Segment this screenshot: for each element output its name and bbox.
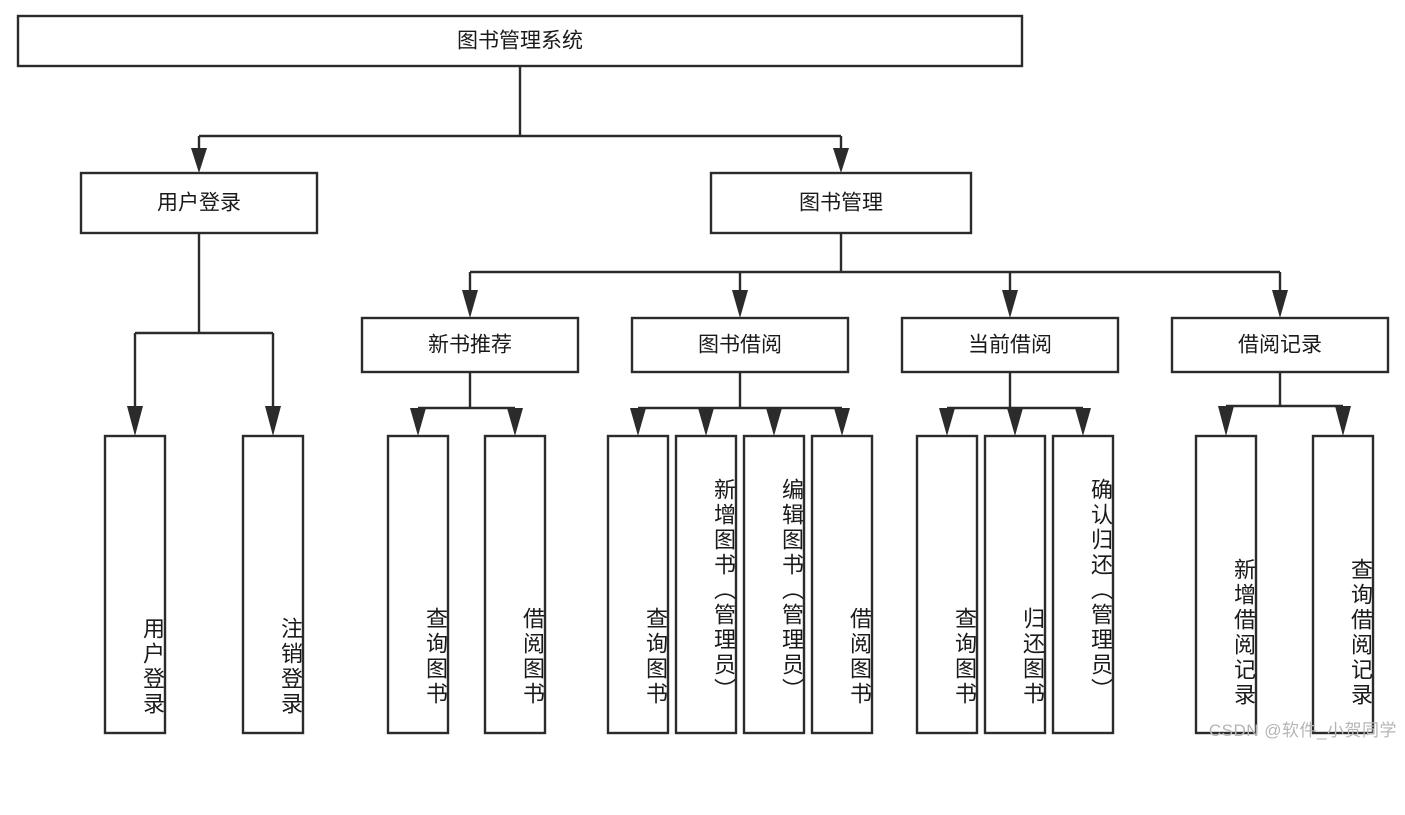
node-root-book-management-system[interactable] [16,14,1024,68]
tree-diagram-svg: 图书管理系统 用户登录 图书管理 新书推荐 图书借阅 当前借阅 借阅记录 [16,14,1390,735]
label-current-borrow: 当前借阅 [968,334,1052,357]
connector-newbook-to-leaves [410,372,523,436]
label-book-borrow: 图书借阅 [698,334,782,357]
node-book-management[interactable] [709,171,973,235]
node-book-borrow[interactable] [630,316,850,374]
node-user-login[interactable] [79,171,319,235]
connector-bookborrow-to-leaves [630,372,850,436]
node-current-borrow[interactable] [900,316,1120,374]
connector-root-to-level2 [191,66,849,173]
connector-userlogin-to-leaves [127,233,281,436]
connector-borrowrecord-to-leaves [1218,372,1351,436]
leaf-box-add-borrow-record[interactable] [1194,434,1258,735]
leaf-box-query-book-current[interactable] [915,434,979,735]
leaf-box-add-book-admin[interactable] [674,434,738,735]
leaf-box-query-book-newbook[interactable] [386,434,450,735]
leaf-box-confirm-return-admin[interactable] [1051,434,1115,735]
diagram-canvas: 图书管理系统 用户登录 图书管理 新书推荐 图书借阅 当前借阅 借阅记录 用户登… [16,14,1397,740]
label-book-management: 图书管理 [799,192,883,215]
label-root: 图书管理系统 [457,30,583,53]
leaf-box-borrow-book[interactable] [810,434,874,735]
connector-currentborrow-to-leaves [939,372,1091,436]
node-borrow-record[interactable] [1170,316,1390,374]
watermark-text: CSDN @软件_小贺同学 [1208,721,1397,740]
leaf-box-logout-login[interactable] [241,434,305,735]
node-new-book-recommend[interactable] [360,316,580,374]
leaf-box-user-login[interactable] [103,434,167,735]
leaf-box-return-book[interactable] [983,434,1047,735]
label-borrow-record: 借阅记录 [1238,334,1322,357]
leaf-box-edit-book-admin[interactable] [742,434,806,735]
leaf-box-query-borrow-record[interactable] [1311,434,1375,735]
label-new-book-recommend: 新书推荐 [428,334,512,357]
leaf-box-query-book-borrow[interactable] [606,434,670,735]
connector-bookmgmt-to-level3 [462,233,1288,318]
leaf-box-borrow-book-newbook[interactable] [483,434,547,735]
label-user-login: 用户登录 [157,192,241,215]
